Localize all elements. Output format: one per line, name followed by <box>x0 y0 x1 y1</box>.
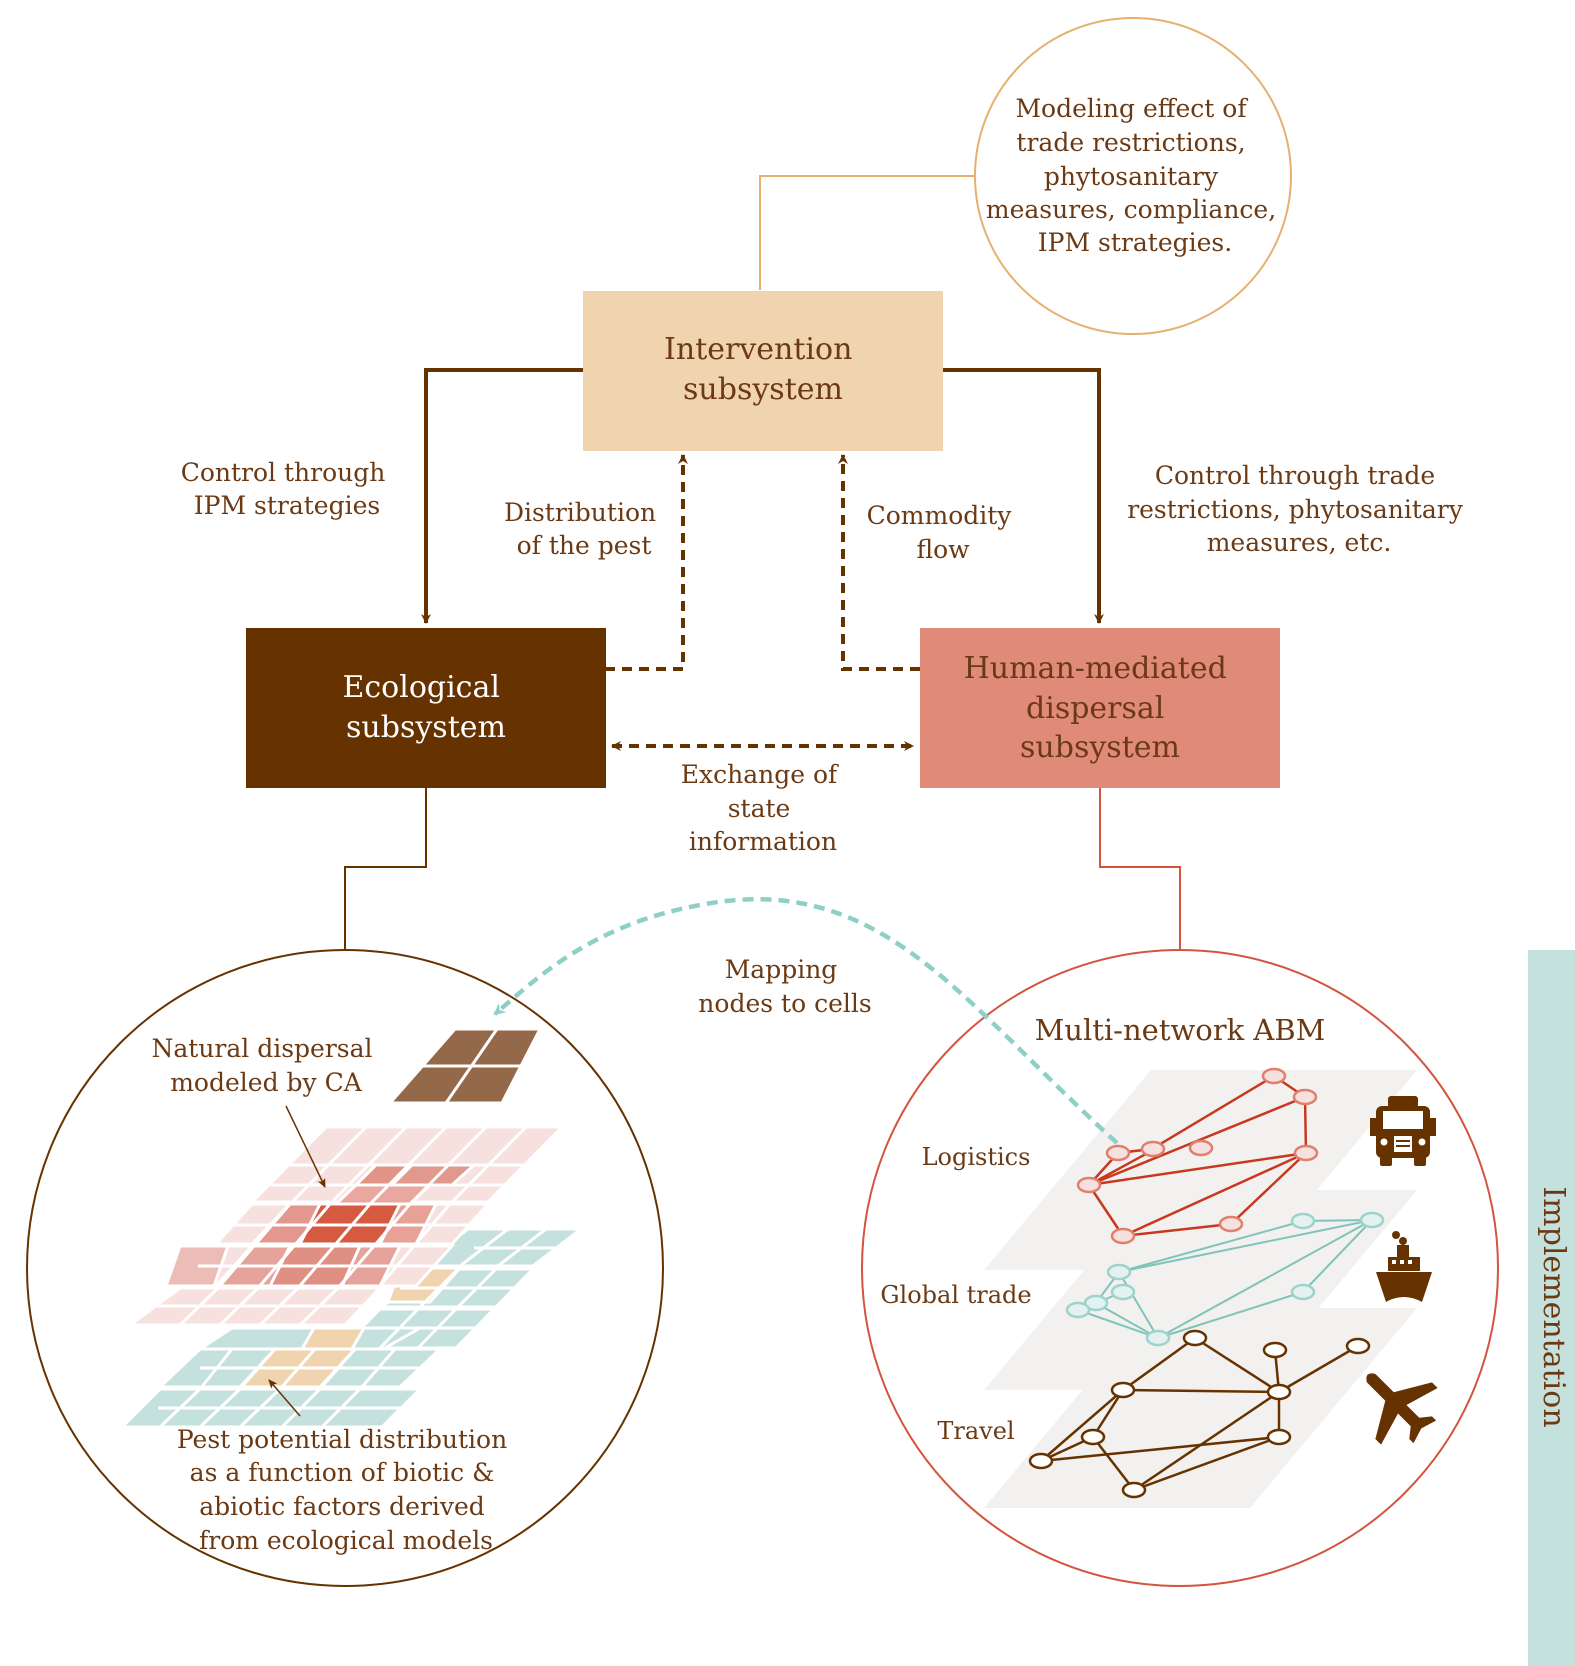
layer-label-logistics: Logistics <box>922 1143 1031 1171</box>
logistics-network <box>1087 1074 1308 1238</box>
top-annotation-text: Modeling effect of trade restrictions, p… <box>986 94 1284 257</box>
commodity-label: Commodity flow <box>867 501 1020 564</box>
ship-icon <box>1376 1231 1432 1302</box>
intervention-box: Intervention subsystem <box>583 291 943 451</box>
ecological-box: Ecological subsystem <box>246 628 606 788</box>
mapping-label: Mapping nodes to cells <box>698 955 871 1018</box>
ecological-implementation-circle: Natural dispersal modeled by CA Pest pot… <box>26 949 664 1587</box>
travel-nodes <box>1028 1329 1371 1499</box>
svg-text:Intervention subsystem: Intervention subsystem <box>664 332 862 407</box>
top-circle-connector <box>759 175 976 290</box>
cell-inset <box>386 1027 543 1105</box>
natural-dispersal-label: Natural dispersal modeled by CA <box>152 1034 381 1097</box>
human-connector <box>1099 788 1181 950</box>
distribution-label: Distribution of the pest <box>504 498 664 560</box>
distribution-arrow <box>605 454 688 671</box>
pest-distribution-label: Pest potential distribution as a functio… <box>177 1425 515 1555</box>
logistics-plane <box>984 1070 1417 1270</box>
layer-label-trade: Global trade <box>880 1281 1031 1309</box>
dispersal-grid <box>125 1125 566 1327</box>
mapping-curve <box>493 897 1119 1145</box>
implementation-bar: Implementation <box>1528 950 1575 1666</box>
trade-nodes <box>1065 1211 1385 1347</box>
exchange-label: Exchange of state information <box>681 760 845 856</box>
layer-label-travel: Travel <box>937 1417 1014 1445</box>
trade-plane <box>984 1190 1417 1390</box>
top-annotation-circle <box>974 17 1292 335</box>
logistics-nodes <box>1076 1067 1319 1245</box>
truck-icon <box>1370 1096 1436 1166</box>
abm-implementation-circle: Multi-network ABM <box>861 949 1499 1587</box>
control-trade-arrow <box>943 368 1104 624</box>
airplane-icon <box>1366 1373 1438 1445</box>
control-ipm-label: Control through IPM strategies <box>181 458 394 520</box>
svg-text:Ecological subsystem: Ecological subsystem <box>342 670 509 745</box>
implementation-label: Implementation <box>1536 1186 1571 1427</box>
ecological-connector <box>344 788 427 950</box>
svg-text:Human-mediated dispersal: Human-mediated dispersal subsystem <box>964 651 1237 765</box>
habitat-grid <box>118 1227 586 1429</box>
control-trade-label: Control through trade restrictions, phyt… <box>1127 461 1471 557</box>
natural-pointer <box>285 1105 326 1188</box>
pest-pointer <box>268 1379 301 1417</box>
commodity-arrow <box>838 454 920 671</box>
control-ipm-arrow <box>421 368 583 624</box>
travel-plane <box>984 1308 1417 1508</box>
abm-title: Multi-network ABM <box>1035 1013 1326 1047</box>
human-dispersal-box: Human-mediated dispersal subsystem <box>920 628 1280 788</box>
travel-network <box>1040 1336 1359 1492</box>
